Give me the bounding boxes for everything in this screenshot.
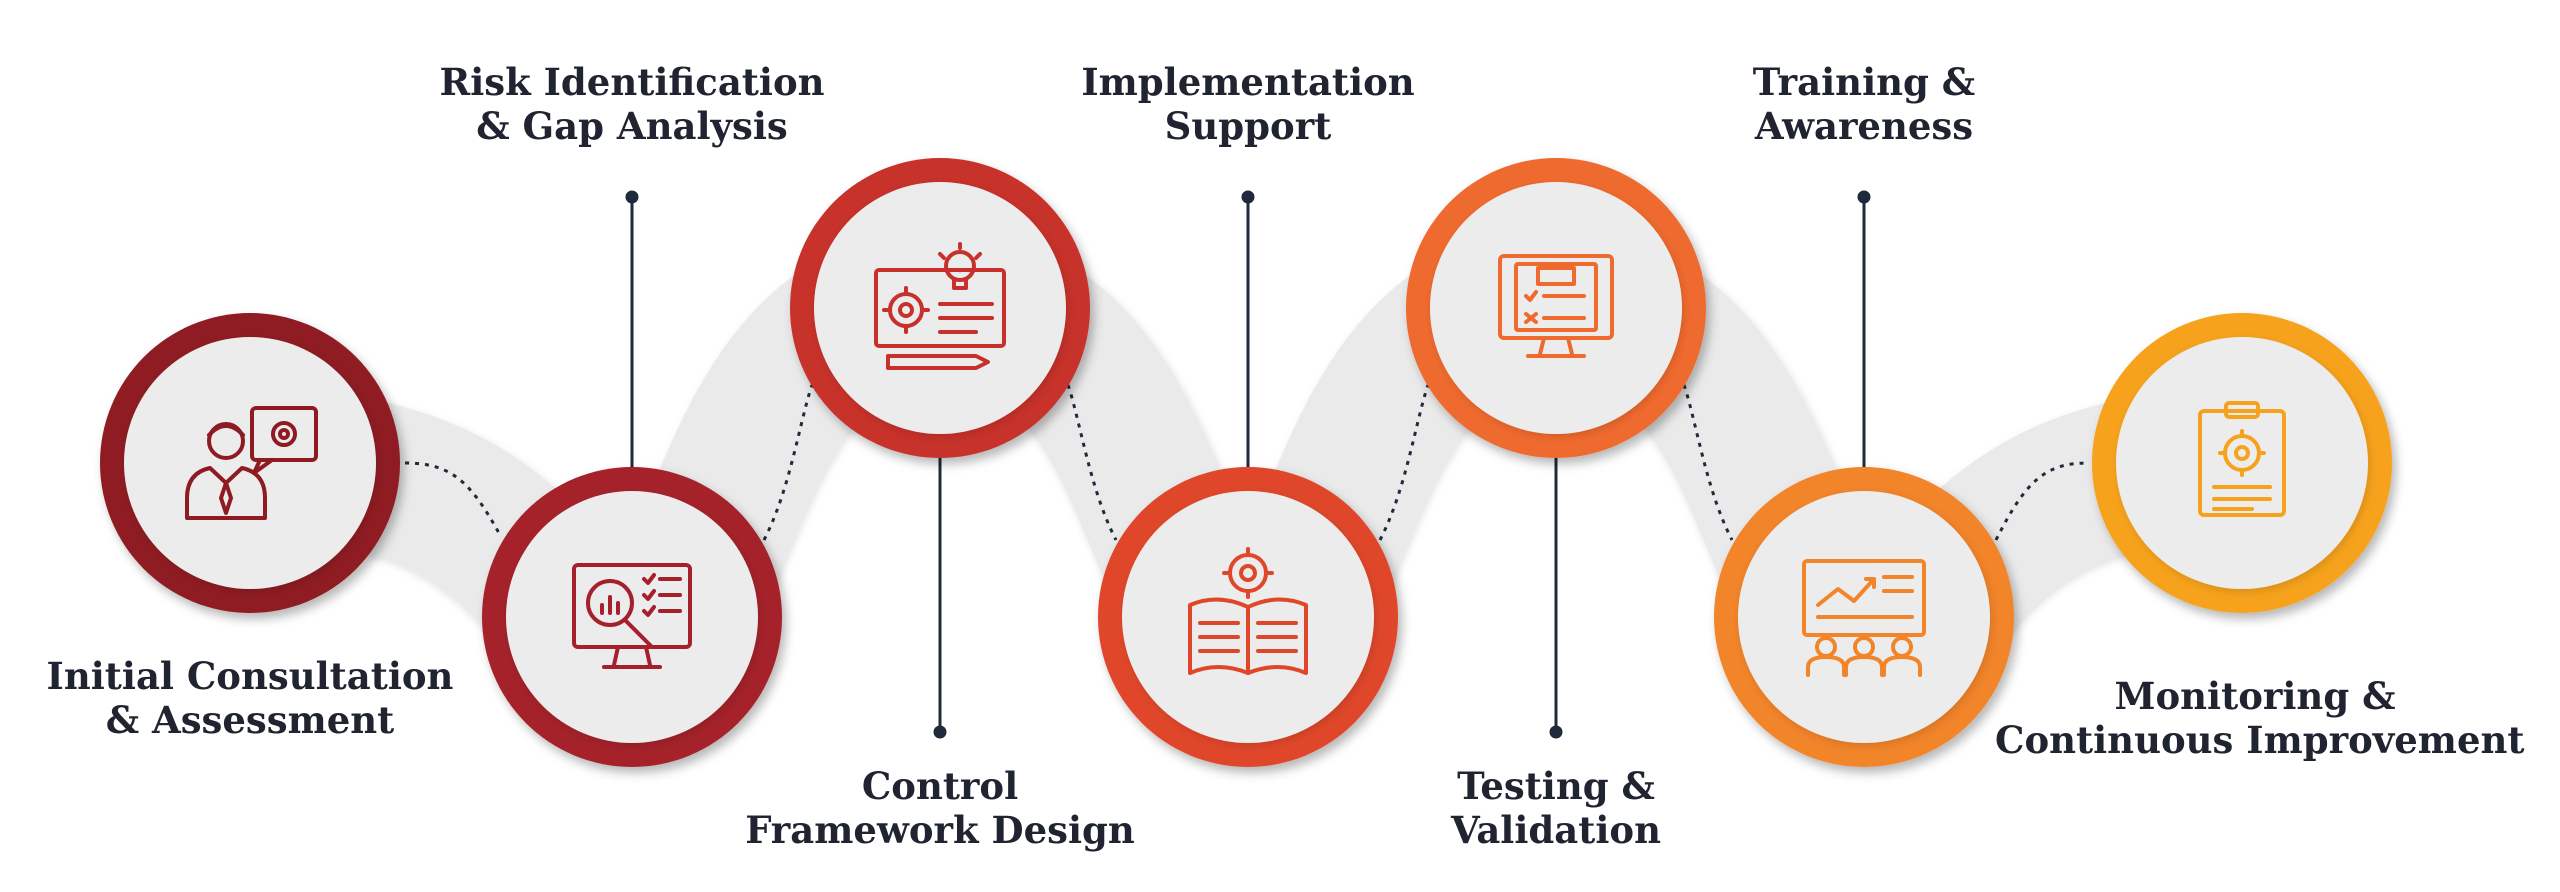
step-3-label: Control Framework Design [680, 764, 1200, 852]
step-5-label-line-2: Validation [1451, 808, 1661, 852]
step-4-circle [1098, 467, 1398, 767]
connector-1-2 [404, 461, 502, 536]
step-5-label: Testing & Validation [1296, 764, 1816, 852]
step-1-label-line-2: & Assessment [105, 698, 395, 742]
step-4-label: Implementation Support [988, 60, 1508, 148]
connector-5-6 [1682, 384, 1734, 541]
step-1-label: Initial Consultation & Assessment [0, 654, 510, 742]
step-7-label: Monitoring & Continuous Improvement [1995, 674, 2525, 762]
step-4-label-line-2: Support [1164, 104, 1332, 148]
consultant-gear-icon [185, 406, 318, 520]
step-3-label-line-2: Framework Design [745, 808, 1135, 852]
step-7-circle [2092, 313, 2392, 613]
step-2-circle [482, 467, 782, 767]
presentation-audience-icon [1802, 559, 1926, 677]
step-1-label-line-1: Initial Consultation [46, 654, 454, 698]
step-6-circle [1714, 467, 2014, 767]
step-7-label-line-2: Continuous Improvement [1995, 718, 2525, 762]
step-6-label-line-2: Awareness [1754, 104, 1974, 148]
connector-6-7 [1994, 461, 2089, 541]
step-2-label-line-2: & Gap Analysis [476, 104, 788, 148]
blueprint-lightbulb-gear-icon [874, 242, 1006, 370]
monitor-checklist-icon [1498, 254, 1614, 358]
step-2-label-line-1: Risk Identification [439, 60, 825, 104]
monitor-analysis-checklist-icon [572, 563, 692, 669]
step-5-label-line-1: Testing & [1457, 764, 1655, 808]
clipboard-gear-icon [2198, 401, 2286, 517]
step-3-label-line-1: Control [861, 764, 1019, 808]
step-1-circle [100, 313, 400, 613]
open-book-gear-icon [1188, 547, 1308, 675]
step-7-label-line-1: Monitoring & [2114, 674, 2396, 718]
step-6-label-line-1: Training & [1752, 60, 1976, 104]
step-6-label: Training & Awareness [1604, 60, 2124, 148]
step-2-label: Risk Identification & Gap Analysis [372, 60, 892, 148]
step-5-circle [1406, 158, 1706, 458]
step-4-label-line-1: Implementation [1081, 60, 1415, 104]
connector-3-4 [1066, 384, 1118, 541]
step-3-circle [790, 158, 1090, 458]
dotted-connectors [404, 384, 2089, 541]
